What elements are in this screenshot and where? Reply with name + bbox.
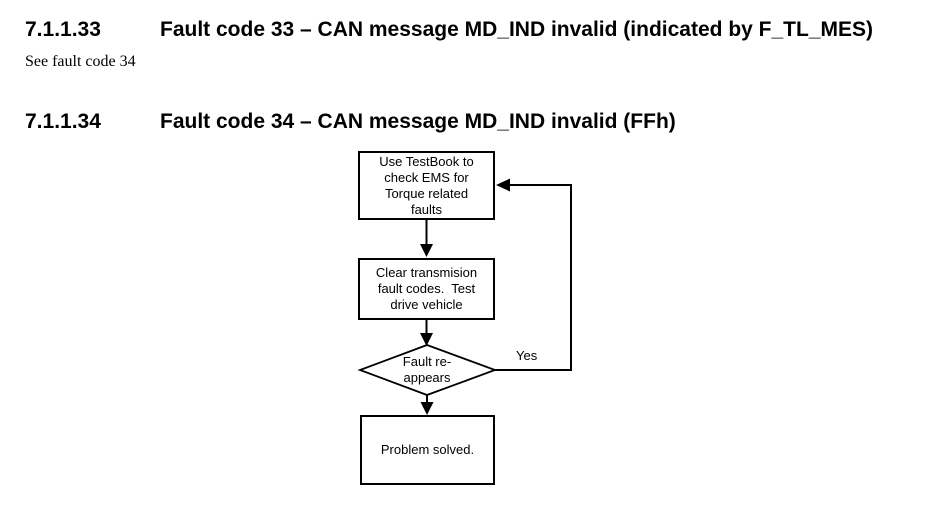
flowchart-connectors (357, 178, 572, 415)
section-title: Fault code 34 – CAN message MD_IND inval… (160, 110, 676, 133)
step-text-line: faults (410, 202, 443, 217)
arrow-step2-to-decision (420, 320, 433, 346)
flowchart: Use TestBook to check EMS for Torque rel… (330, 145, 610, 505)
step-text-line: Clear transmision (375, 265, 478, 280)
step-text-line: Use TestBook to (379, 154, 474, 169)
flowchart-step-clear-fault-codes: Clear transmision fault codes. Test driv… (358, 258, 495, 320)
yes-branch-label: Yes (516, 348, 538, 363)
arrow-step1-to-step2 (420, 220, 433, 257)
step-text-line: fault codes. Test (377, 281, 476, 296)
step-text-line: Torque related (384, 186, 469, 201)
section-number: 7.1.1.33 (25, 18, 101, 41)
step-text-line: Problem solved. (380, 442, 475, 457)
yes-loop-connector (495, 178, 572, 371)
flowchart-decision-fault-reappears: Fault re- appears (372, 353, 482, 387)
section-heading-2: 7.1.1.34 Fault code 34 – CAN message MD_I… (25, 108, 676, 136)
flowchart-step-problem-solved: Problem solved. (360, 415, 495, 485)
section-number: 7.1.1.34 (25, 110, 101, 133)
flowchart-step-use-testbook: Use TestBook to check EMS for Torque rel… (358, 151, 495, 220)
step-text-line: check EMS for (384, 170, 469, 185)
arrow-decision-to-step3 (420, 395, 434, 415)
step-text-line: drive vehicle (390, 297, 463, 312)
section-title: Fault code 33 – CAN message MD_IND inval… (160, 18, 873, 41)
decision-text-line: appears (403, 370, 451, 385)
decision-text-line: Fault re- (402, 354, 452, 369)
body-text-see-fault-code: See fault code 34 (25, 53, 136, 70)
section-heading-1: 7.1.1.33 Fault code 33 – CAN message MD_I… (25, 16, 873, 44)
